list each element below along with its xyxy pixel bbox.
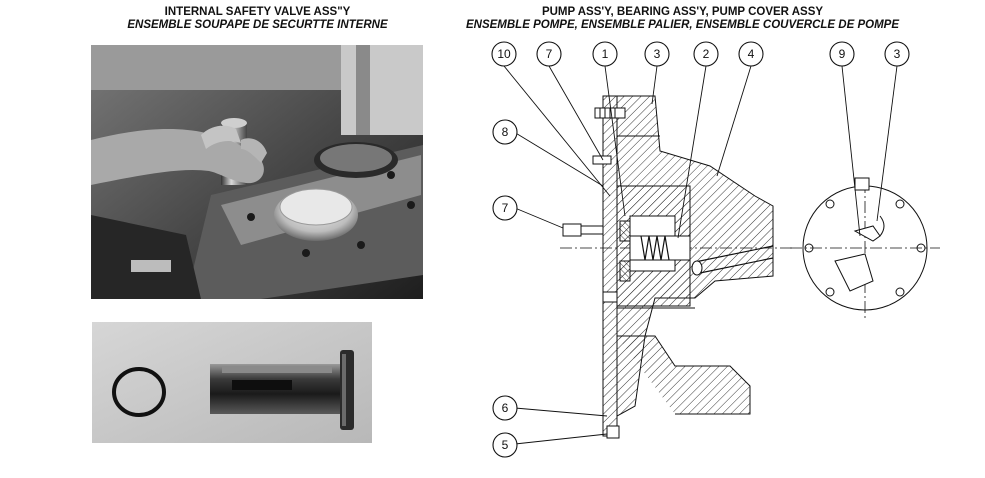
right-caption-english: PUMP ASS'Y, BEARING ASS'Y, PUMP COVER AS… <box>541 6 824 18</box>
callout-3-right: 3 <box>884 41 910 67</box>
callout-6: 6 <box>492 395 518 421</box>
callout-7-left: 7 <box>492 195 518 221</box>
svg-text:3: 3 <box>654 47 661 61</box>
svg-text:4: 4 <box>748 47 755 61</box>
o-ring <box>112 367 166 417</box>
left-caption-english: INTERNAL SAFETY VALVE ASS"Y <box>164 6 351 18</box>
svg-text:1: 1 <box>602 47 609 61</box>
callout-10: 10 <box>491 41 517 67</box>
left-caption-french: ENSEMBLE SOUPAPE DE SECURTTE INTERNE <box>127 19 388 31</box>
svg-text:8: 8 <box>502 125 509 139</box>
safety-valve-parts-photo <box>92 322 372 443</box>
svg-text:7: 7 <box>502 201 509 215</box>
svg-text:7: 7 <box>546 47 553 61</box>
callout-8: 8 <box>492 119 518 145</box>
svg-text:3: 3 <box>894 47 901 61</box>
callout-3-top: 3 <box>644 41 670 67</box>
right-caption-french: ENSEMBLE POMPE, ENSEMBLE PALIER, ENSEMBL… <box>465 19 899 31</box>
callout-2: 2 <box>693 41 719 67</box>
svg-text:6: 6 <box>502 401 509 415</box>
leader-lines <box>503 65 898 445</box>
pump-cover-side-view <box>790 177 940 318</box>
safety-valve-install-photo <box>91 45 423 299</box>
svg-text:10: 10 <box>497 47 511 61</box>
svg-text:2: 2 <box>703 47 710 61</box>
callout-5: 5 <box>492 432 518 458</box>
callout-1: 1 <box>592 41 618 67</box>
pump-cross-section-diagram: 10 7 1 3 2 4 9 3 <box>455 36 985 478</box>
svg-text:9: 9 <box>839 47 846 61</box>
callout-4: 4 <box>738 41 764 67</box>
pump-section-drawing <box>560 95 795 439</box>
callout-9: 9 <box>829 41 855 67</box>
left-caption: INTERNAL SAFETY VALVE ASS"Y ENSEMBLE SOU… <box>90 6 425 32</box>
right-caption: PUMP ASS'Y, BEARING ASS'Y, PUMP COVER AS… <box>455 6 910 32</box>
svg-text:5: 5 <box>502 438 509 452</box>
callout-7-top: 7 <box>536 41 562 67</box>
